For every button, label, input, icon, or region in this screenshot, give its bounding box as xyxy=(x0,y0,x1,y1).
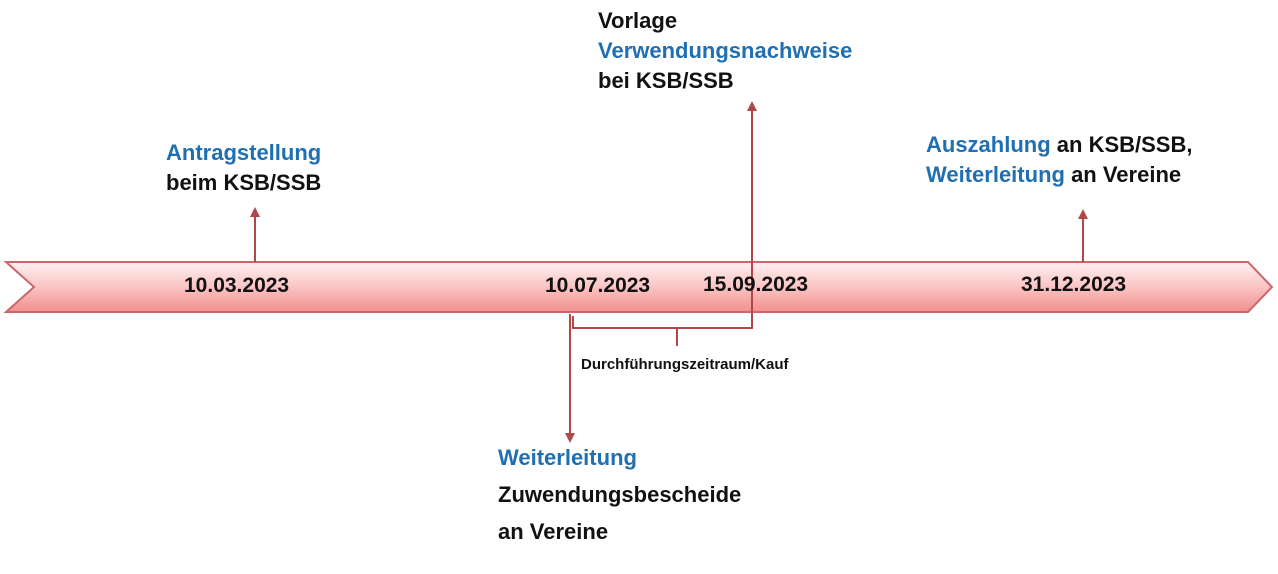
event-auszahlung: Auszahlung an KSB/SSB, Weiterleitung an … xyxy=(926,130,1192,190)
period-label: Durchführungszeitraum/Kauf xyxy=(581,356,789,373)
event-weiterleitung-line3: an Vereine xyxy=(498,519,609,544)
event-vorlage-title: Verwendungsnachweise xyxy=(598,38,853,63)
event-weiterleitung-title: Weiterleitung xyxy=(498,445,637,470)
event-weiterleitung2-title: Weiterleitung xyxy=(926,162,1065,187)
event-vorlage-line1: Vorlage xyxy=(598,8,678,33)
event-auszahlung-title: Auszahlung xyxy=(926,132,1051,157)
event-weiterleitung2-rest: an Vereine xyxy=(1064,162,1182,187)
event-antragstellung-title: Antragstellung xyxy=(166,140,322,165)
date-label-1: 10.03.2023 xyxy=(184,274,290,297)
event-auszahlung-rest: an KSB/SSB, xyxy=(1050,132,1193,157)
event-antragstellung-detail: beim KSB/SSB xyxy=(166,170,322,195)
event-vorlage: Vorlage Verwendungsnachweise bei KSB/SSB xyxy=(598,6,852,96)
date-label-2: 10.07.2023 xyxy=(545,274,651,297)
timeline-band xyxy=(3,261,1274,313)
date-label-4: 31.12.2023 xyxy=(1021,273,1127,296)
period-brace xyxy=(572,316,753,346)
event-vorlage-line3: bei KSB/SSB xyxy=(598,68,734,93)
event-weiterleitung: Weiterleitung Zuwendungsbescheide an Ver… xyxy=(498,439,741,550)
event-antragstellung: Antragstellung beim KSB/SSB xyxy=(166,138,321,198)
event-weiterleitung-line2: Zuwendungsbescheide xyxy=(498,482,742,507)
date-label-3: 15.09.2023 xyxy=(703,273,809,296)
